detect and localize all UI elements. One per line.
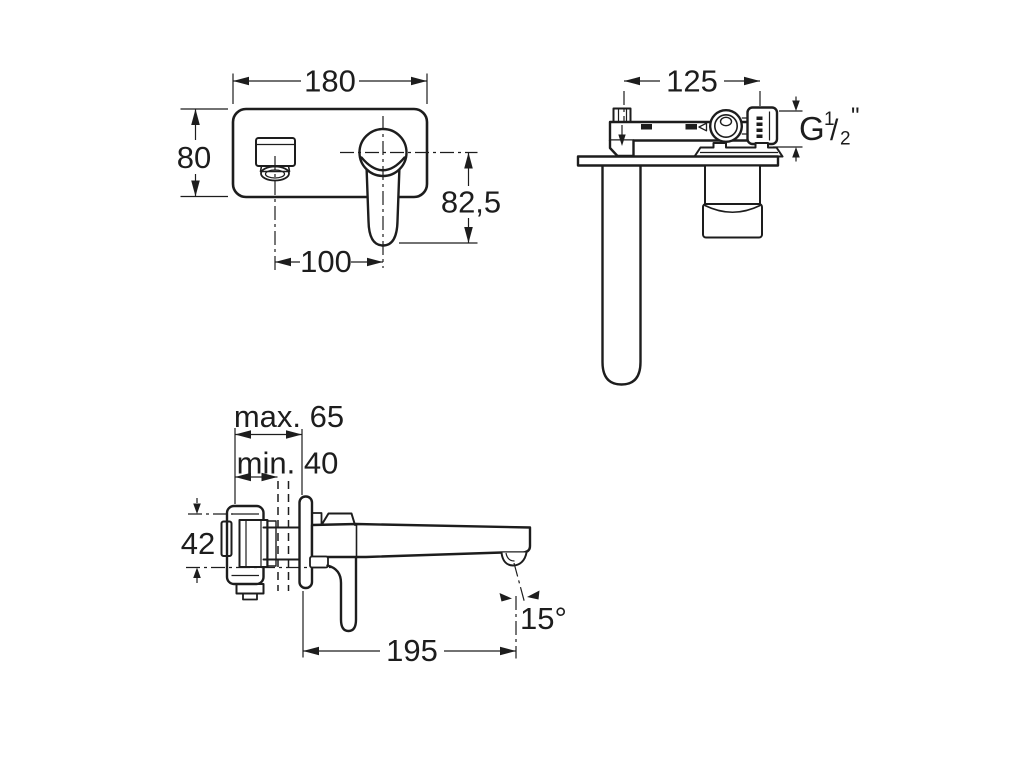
dim-label-width: 180: [304, 64, 356, 99]
thread-label-slash: /: [830, 114, 839, 147]
dim-label-recess-max: max. 65: [234, 399, 344, 434]
dim-label-lever-drop: 82,5: [441, 185, 501, 220]
dimension-42: 42: [181, 498, 233, 583]
thread-label-denominator: 2: [840, 129, 851, 150]
supply-tube: [601, 164, 642, 386]
dim-label-body-depth: 125: [666, 64, 718, 99]
dimension-180: 180: [232, 64, 428, 104]
stream-angle-line: [513, 562, 526, 605]
dim-label-height: 80: [177, 140, 211, 175]
handle-base-cover: [320, 512, 356, 526]
wall-plate-side: [576, 155, 780, 167]
dimension-125: 125: [624, 64, 761, 106]
dim-label-stream-angle: 15°: [520, 601, 567, 636]
front-view: 180 80 82,5 100: [177, 64, 501, 280]
thread-label-g: G: [799, 110, 825, 147]
escutcheon-plate: [298, 495, 314, 590]
dimension-g-half-inch: G 1 / 2 ": [773, 96, 860, 162]
dim-label-recess-min: min. 40: [237, 446, 339, 481]
dim-label-spout-reach: 195: [386, 633, 438, 668]
spout-outlet: [500, 551, 528, 567]
profile-view: max. 65 min. 40 42 195: [181, 399, 567, 668]
valve-body-side: [608, 106, 784, 158]
dimension-min-40: min. 40: [235, 429, 338, 495]
dim-label-body-height: 42: [181, 526, 215, 561]
valve-housing-box: [702, 164, 763, 239]
thread-label-inch: ": [851, 103, 860, 130]
cold-marking: [641, 124, 652, 130]
in-wall-body: [220, 504, 301, 601]
lever-profile: [326, 556, 358, 633]
spout-body: [310, 522, 532, 559]
dimension-15-degrees: 15°: [499, 562, 567, 659]
dimension-82-5: 82,5: [399, 152, 501, 244]
dim-label-center-distance: 100: [300, 244, 352, 279]
hot-marking: [685, 124, 697, 130]
installation-view: 125 G 1 / 2 ": [576, 64, 860, 386]
front-centerlines: [274, 116, 478, 273]
top-connector-nub: [612, 107, 632, 123]
hot-arrow-marking: [698, 122, 708, 132]
dimension-195: 195: [302, 591, 516, 668]
dimension-max-65: max. 65: [234, 399, 344, 504]
dimension-100: 100: [275, 244, 383, 279]
thread-label-numerator: 1: [824, 109, 835, 130]
spout-profile: [309, 512, 532, 633]
dimension-80: 80: [177, 108, 228, 198]
flow-direction-arrow: [618, 134, 626, 146]
